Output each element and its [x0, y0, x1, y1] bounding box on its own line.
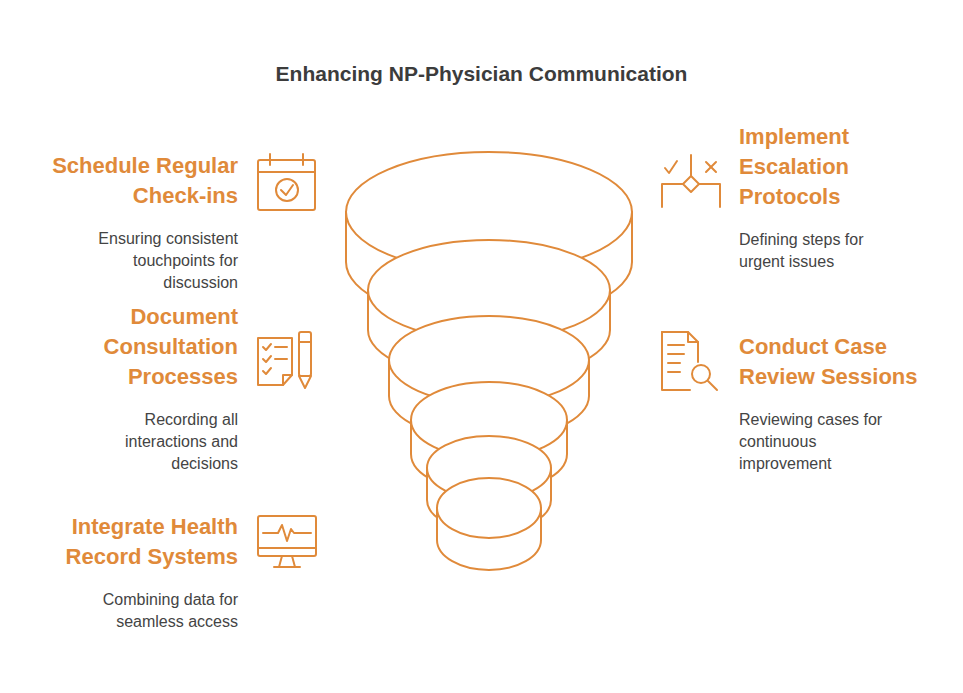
- cylinder-layer: [437, 478, 541, 570]
- step-heading: Implement Escalation Protocols: [739, 122, 879, 212]
- decision-icon: [662, 155, 720, 207]
- step-description: Defining steps for urgent issues: [739, 229, 891, 273]
- document-search-icon: [662, 332, 717, 390]
- calendar-icon: [258, 154, 315, 210]
- step-item: Integrate Health Record SystemsCombining…: [38, 512, 238, 633]
- step-description: Ensuring consistent touchpoints for disc…: [63, 228, 238, 294]
- step-description: Combining data for seamless access: [70, 589, 238, 633]
- cylinder-rim: [437, 508, 541, 538]
- step-heading: Conduct Case Review Sessions: [739, 332, 937, 392]
- checklist-icon: [258, 332, 311, 388]
- stacked-cylinders: [346, 152, 632, 570]
- step-item: Document Consultation ProcessesRecording…: [38, 302, 238, 475]
- step-heading: Document Consultation Processes: [38, 302, 238, 392]
- step-heading: Integrate Health Record Systems: [38, 512, 238, 572]
- step-item: Schedule Regular Check-insEnsuring consi…: [38, 151, 238, 294]
- step-item: Implement Escalation ProtocolsDefining s…: [739, 122, 891, 273]
- diagram-title: Enhancing NP-Physician Communication: [0, 62, 963, 86]
- step-item: Conduct Case Review SessionsReviewing ca…: [739, 332, 937, 475]
- step-heading: Schedule Regular Check-ins: [38, 151, 238, 211]
- step-description: Recording all interactions and decisions: [88, 409, 238, 475]
- monitor-icon: [258, 516, 316, 567]
- step-description: Reviewing cases for continuous improveme…: [739, 409, 901, 475]
